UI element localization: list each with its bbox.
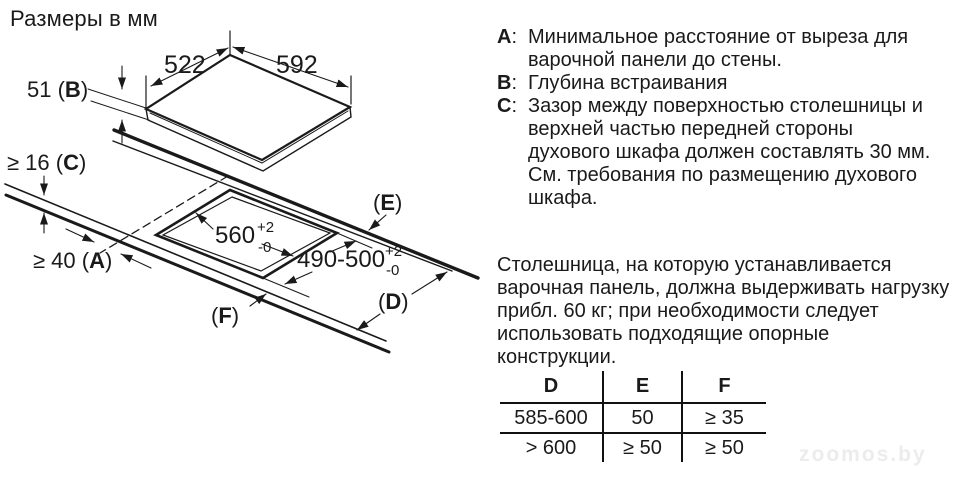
note-c-letter: C [497,95,512,117]
page-title: Размеры в мм [10,6,158,31]
note-a-text: Минимальное расстояние от выреза для вар… [528,26,909,71]
note-b: B: Глубина встраивания [497,72,933,95]
table-header-d: D [500,371,602,404]
dim-label-560: 560 [215,222,255,249]
installation-diagram: 522 592 51 (B) ≥ 16 (C) ≥ 40 (A) 560 +2 … [4,30,480,354]
def-spec-table: D E F 585-600 50 ≥ 35 > 600 ≥ 50 ≥ 50 [500,371,766,462]
dashed-guide-line [99,175,229,254]
countertop-load-note: Столешница, на которую устанавливается в… [497,254,950,368]
cooktop-panel-edge-inner [149,110,349,164]
dim-arrow-a [65,228,95,243]
note-c: C: Зазор между поверхностью столешницы и… [497,95,933,210]
dim-line-522 [150,47,229,87]
cooktop-panel-edge [145,106,352,172]
table-cell-f2: ≥ 50 [705,436,744,459]
dim-label-16c: ≥ 16 (C) [7,150,86,175]
leader-arrow-d [356,313,381,331]
label-d: (D) [378,289,409,314]
table-cell-e2: ≥ 50 [602,434,683,462]
table-cell-d1: 585-600 [500,404,602,434]
dim-arrow-560 [261,243,294,257]
dim-ext-line [90,100,150,121]
note-b-letter: B [497,72,512,94]
dim-label-490-500: 490-500 [297,246,385,273]
countertop-front-edge [4,193,391,354]
note-a: A: Минимальное расстояние от выреза для … [497,26,933,72]
leader-arrow-e [368,214,387,231]
dim-arrow-560 [195,212,214,230]
dim-label-522: 522 [164,51,206,79]
note-c-text: Зазор между поверхностью столешницы и ве… [528,95,931,209]
dim-ext-line [262,277,310,298]
dim-ext-line [336,232,373,249]
dim-label-51b: 51 (B) [27,77,88,102]
table-cell-e1: 50 [602,404,683,434]
countertop-back-edge [112,128,480,280]
leader-arrow-d [411,271,448,295]
table-header-e: E [602,371,683,404]
dim-line-592 [232,46,349,88]
note-a-letter: A [497,26,512,48]
dim-arrow-490 [284,271,313,285]
countertop-front-edge-top [4,183,387,342]
table-cell-d2: > 600 [525,436,577,459]
dim-label-490-sup: +2 [385,243,402,260]
note-b-text: Глубина встраивания [528,72,728,94]
leader-arrow-f [249,293,267,307]
cutout-outline-inner [161,196,332,272]
dim-arrow-490 [329,240,357,253]
dim-label-560-sup: +2 [257,219,274,236]
countertop-back-edge-inner [112,140,453,272]
dim-arrow-a [120,253,152,269]
label-e: (E) [373,190,402,215]
table-header-f: F [683,371,766,404]
dim-label-490-sub: -0 [386,262,399,279]
watermark: zoomos.by [799,443,927,466]
label-f: (F) [211,303,239,328]
dim-label-592: 592 [276,51,318,79]
dim-label-40a: ≥ 40 (A) [33,248,112,273]
legend-notes: A: Минимальное расстояние от выреза для … [497,26,933,210]
dim-ext-line [87,88,147,109]
dim-label-560-sub: -0 [258,239,271,256]
table-cell-f1: ≥ 35 [683,404,766,434]
